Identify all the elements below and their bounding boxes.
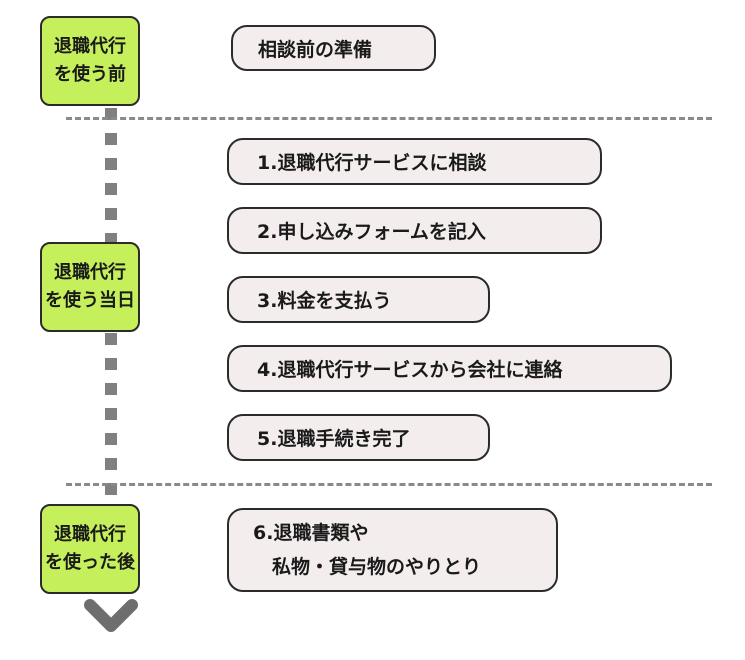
stage-day-of: 退職代行 を使う当日: [40, 242, 140, 332]
step-3-payment: 3.料金を支払う: [227, 276, 490, 323]
step-2-application-form: 2.申し込みフォームを記入: [227, 207, 602, 254]
chevron-down-icon: [84, 599, 138, 632]
step-1-consult: 1.退職代行サービスに相談: [227, 138, 602, 185]
phase-divider-1: [66, 117, 712, 120]
step-4-contact-company: 4.退職代行サービスから会社に連絡: [227, 345, 672, 392]
stage-after: 退職代行 を使った後: [40, 504, 140, 594]
step-5-complete: 5.退職手続き完了: [227, 414, 490, 461]
stage-before: 退職代行 を使う前: [40, 16, 140, 106]
phase-divider-2: [66, 483, 712, 486]
step-preparation: 相談前の準備: [231, 25, 436, 71]
step-6-documents-exchange: 6.退職書類や 私物・貸与物のやりとり: [227, 508, 558, 592]
